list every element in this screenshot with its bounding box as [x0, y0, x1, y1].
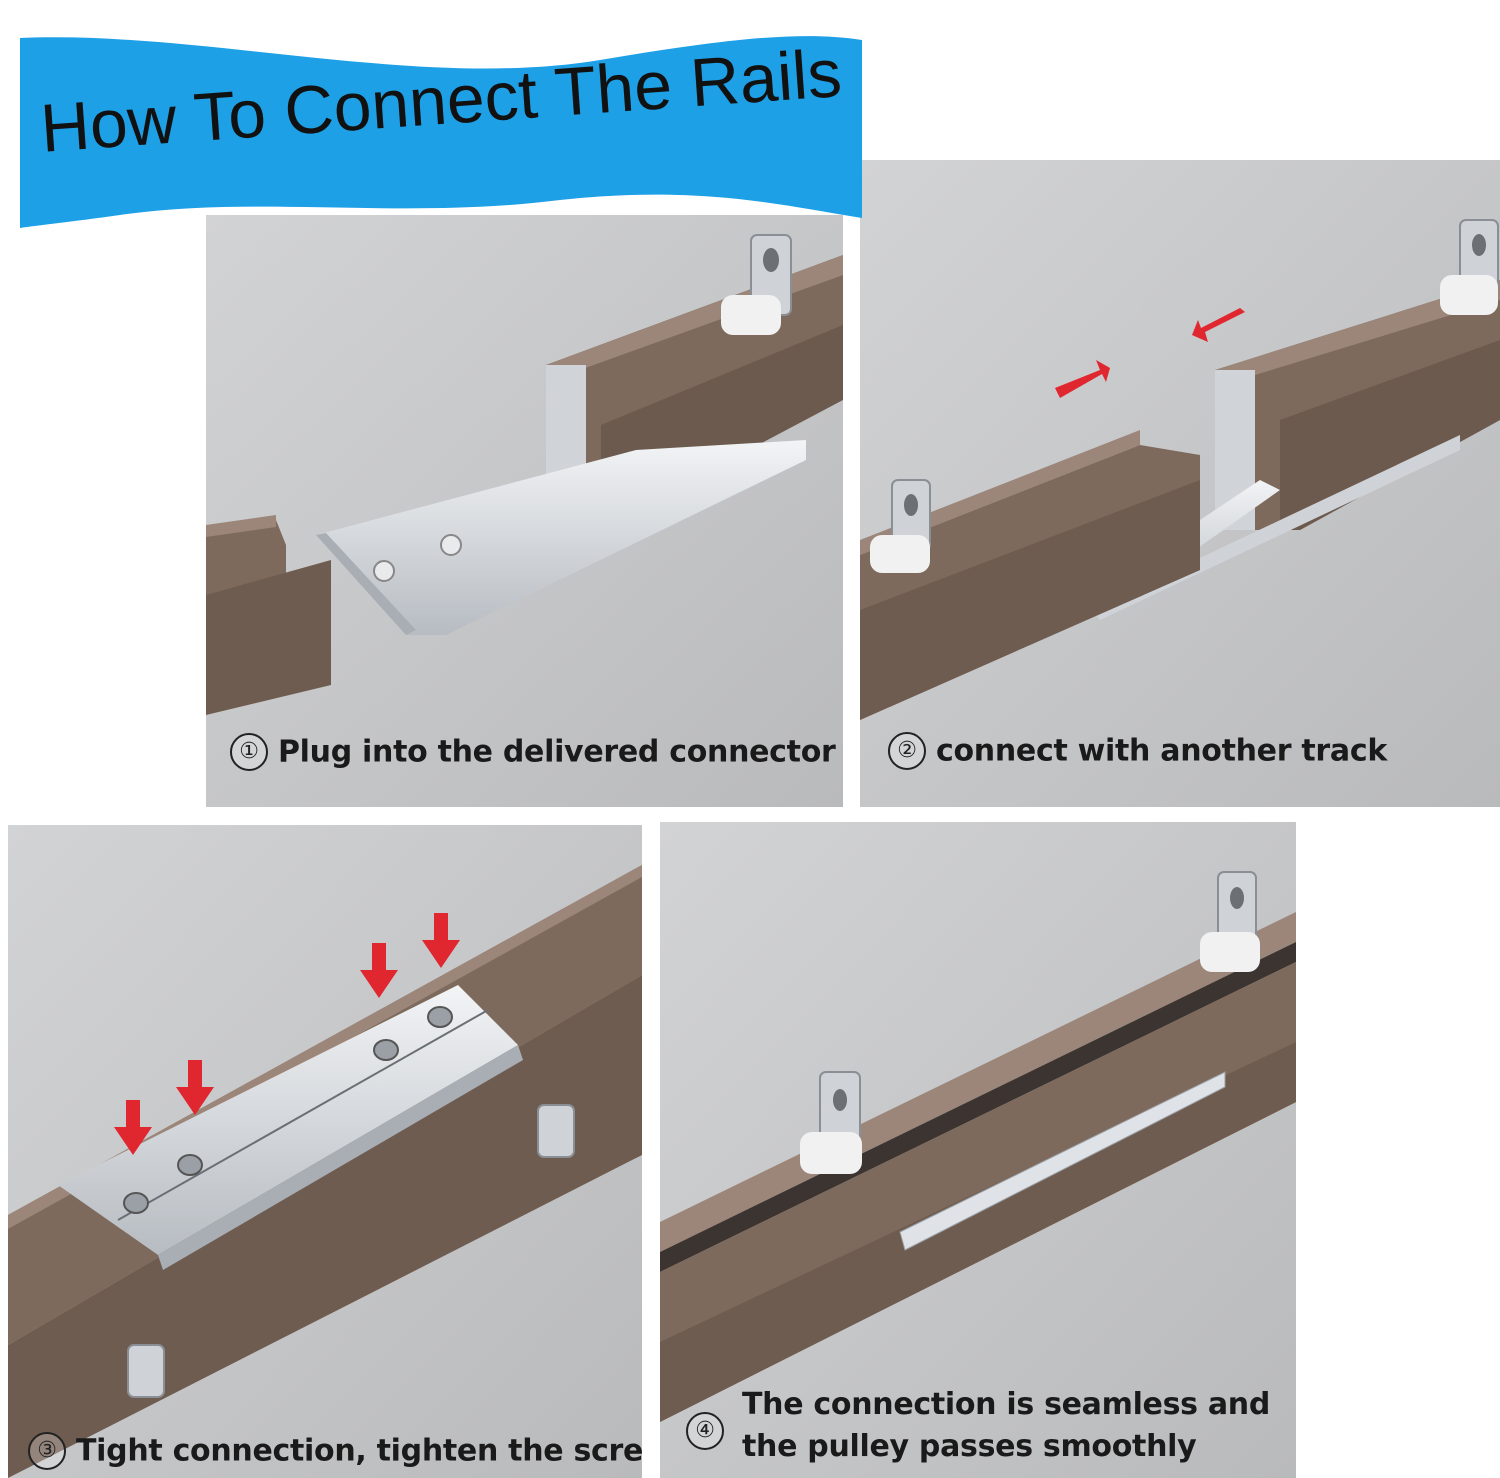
step-3-number: ③	[28, 1432, 66, 1470]
step-2-number: ②	[888, 732, 926, 770]
step-3-caption: ③ Tight connection, tighten the screw	[28, 1432, 642, 1470]
step-2-illustration	[860, 160, 1500, 807]
step-1-number: ①	[230, 733, 268, 771]
screw-icon	[123, 1192, 149, 1214]
banner-shape	[20, 36, 862, 228]
step-4-text-line2: the pulley passes smoothly	[742, 1429, 1197, 1464]
arrow-left-icon	[1192, 308, 1245, 342]
arrow-down-icon	[176, 1060, 214, 1115]
step-1-caption: ① Plug into the delivered connector	[230, 733, 836, 771]
step-2-caption: ② connect with another track	[888, 732, 1387, 770]
screw-icon	[177, 1154, 203, 1176]
step-4-text-line1: The connection is seamless and	[742, 1387, 1271, 1422]
title-banner: How To Connect The Rails	[0, 0, 870, 240]
step-4-caption: ④ The connection is seamless and the pul…	[686, 1384, 1270, 1468]
step-1-illustration	[206, 215, 843, 807]
step-1-text: Plug into the delivered connector	[278, 734, 836, 770]
screw-icon	[373, 1039, 399, 1061]
step-2-panel: ② connect with another track	[860, 160, 1500, 807]
arrow-down-icon	[114, 1100, 152, 1155]
step-4-illustration	[660, 822, 1296, 1478]
arrow-down-icon	[422, 913, 460, 968]
step-3-illustration	[8, 825, 642, 1478]
step-4-number: ④	[686, 1412, 724, 1450]
step-4-panel: ④ The connection is seamless and the pul…	[660, 822, 1296, 1478]
screw-icon	[427, 1006, 453, 1028]
step-1-panel: ① Plug into the delivered connector	[206, 215, 843, 807]
step-2-text: connect with another track	[936, 733, 1387, 769]
arrow-down-icon	[360, 943, 398, 998]
connector-plate	[58, 985, 518, 1255]
connector-strip	[899, 1071, 1226, 1251]
arrow-right-icon	[1055, 360, 1110, 398]
step-3-text: Tight connection, tighten the screw	[76, 1433, 642, 1469]
step-3-panel: ③ Tight connection, tighten the screw	[8, 825, 642, 1478]
